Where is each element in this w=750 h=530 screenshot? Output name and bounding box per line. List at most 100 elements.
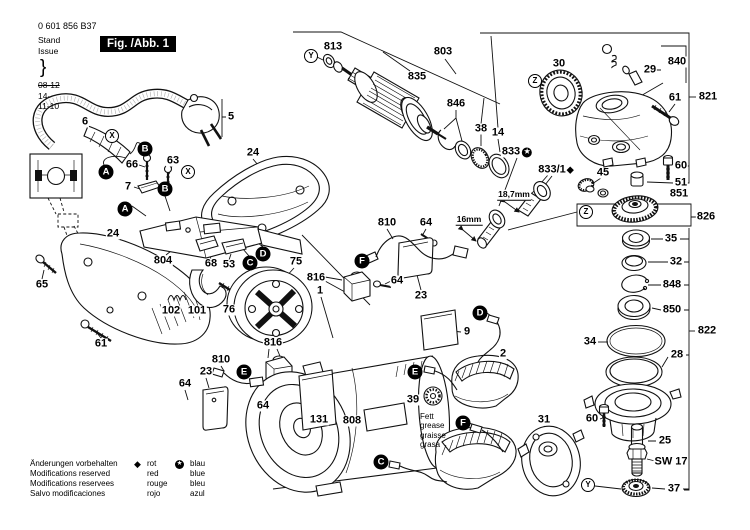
- blue-variant-icon: ★: [522, 147, 533, 157]
- part-callout-sw-17: SW 17: [653, 455, 689, 468]
- part-callout-840: 840: [666, 55, 688, 68]
- part-callout-6: 6: [80, 115, 90, 128]
- part-callout-850: 850: [661, 303, 683, 316]
- red-variant-icon: ◆: [566, 164, 574, 175]
- part-callout-101: 101: [186, 304, 208, 317]
- part-callout-816: 816: [262, 336, 284, 349]
- part-callout-816: 816: [305, 271, 327, 284]
- part-callout-24: 24: [105, 227, 121, 240]
- reference-marker-z: Z: [579, 205, 593, 219]
- connector-marker-d: D: [472, 305, 488, 321]
- part-callout-25: 25: [657, 434, 673, 447]
- reference-marker-z: Z: [528, 74, 542, 88]
- part-callout-34: 34: [582, 335, 598, 348]
- part-callout-63: 63: [165, 154, 181, 167]
- part-callout-14: 14: [490, 126, 506, 139]
- part-callout-64: 64: [177, 377, 193, 390]
- detent-parts: [601, 43, 643, 86]
- legend-row: Modifications reservees rouge bleu: [30, 479, 220, 489]
- ring-gear: [539, 69, 583, 117]
- dimension-label: 18,7mm: [497, 188, 531, 201]
- part-callout-76: 76: [221, 303, 237, 316]
- connector-wires: [211, 235, 504, 483]
- connector-marker-a: A: [117, 201, 133, 217]
- part-callout-68: 68: [203, 257, 219, 270]
- part-callout-5: 5: [226, 110, 236, 123]
- legend-note: Salvo modificaciones: [30, 489, 106, 498]
- revision-brace: }: [40, 57, 47, 79]
- connector-marker-b: B: [137, 141, 153, 157]
- part-callout-808: 808: [341, 414, 363, 427]
- part-callout-833: 833★: [500, 146, 534, 158]
- blue-circled-star-icon: ★: [175, 459, 184, 469]
- lever-and-spring: [167, 269, 227, 309]
- part-callout-821: 821: [697, 90, 719, 103]
- connector-marker-d: D: [255, 246, 271, 262]
- connector-marker-c: C: [373, 454, 389, 470]
- connector-marker-e: E: [407, 364, 423, 380]
- reference-marker-x: X: [105, 129, 119, 143]
- part-callout-45: 45: [595, 166, 611, 179]
- part-callout-35: 35: [663, 232, 679, 245]
- connector-marker-c: C: [242, 255, 258, 271]
- switch-module: [139, 216, 303, 259]
- part-callout-826: 826: [695, 210, 717, 223]
- crown-gear: [611, 195, 659, 223]
- part-callout-61: 61: [667, 91, 683, 104]
- part-callout-804: 804: [152, 254, 174, 267]
- grease-note-line: Fett: [420, 412, 434, 421]
- part-callout-66: 66: [124, 158, 140, 171]
- old-date: 08-12: [38, 80, 60, 90]
- legend-red-word: red: [147, 469, 159, 478]
- part-callout-23: 23: [413, 289, 429, 302]
- part-callout-822: 822: [696, 324, 718, 337]
- part-callout-23: 23: [198, 365, 214, 378]
- dimension-label: 16mm: [455, 213, 483, 226]
- part-callout-75: 75: [288, 255, 304, 268]
- part-callout-1: 1: [315, 284, 325, 297]
- reference-marker-x: X: [181, 165, 195, 179]
- part-callout-64: 64: [255, 399, 271, 412]
- legend-red-word: rouge: [147, 479, 168, 488]
- brush-covers: [202, 237, 434, 431]
- part-callout-61: 61: [93, 337, 109, 350]
- stand-label: Stand: [38, 35, 61, 45]
- issue-label: Issue: [38, 45, 59, 56]
- wiring-schematic: [29, 153, 87, 247]
- part-callout-803: 803: [432, 45, 454, 58]
- connector-marker-f: F: [354, 253, 370, 269]
- legend-row: Änderungen vorbehalten◆rot★blau: [30, 459, 220, 469]
- grease-note-line: grease: [420, 421, 445, 431]
- part-callout-24: 24: [245, 146, 261, 159]
- part-callout-131: 131: [308, 413, 330, 426]
- issue-date: 14-11-10: [38, 90, 60, 112]
- part-callout-31: 31: [536, 413, 552, 426]
- legend-note: Modifications reservees: [30, 479, 115, 488]
- part-callout-833-1: 833/1◆: [537, 163, 575, 176]
- part-callout-39: 39: [405, 393, 421, 406]
- grease-note-line: graisse: [420, 430, 446, 440]
- part-callout-846: 846: [445, 97, 467, 110]
- part-callout-28: 28: [669, 348, 685, 361]
- connector-marker-f: F: [455, 415, 471, 431]
- part-callout-53: 53: [221, 258, 237, 271]
- cable-sleeve: [83, 125, 142, 166]
- revision-block: Stand Issue } 08-12 14-11-10: [38, 35, 60, 112]
- bearing-cover: [517, 425, 585, 497]
- bearing-variants: [476, 181, 551, 249]
- part-callout-7: 7: [123, 180, 133, 193]
- legend-blue-word: bleu: [190, 479, 206, 488]
- fan-ring: [423, 386, 443, 406]
- part-callout-29: 29: [642, 63, 658, 76]
- part-callout-38: 38: [473, 122, 489, 135]
- part-callout-30: 30: [551, 57, 567, 70]
- red-diamond-icon: ◆: [134, 458, 141, 469]
- part-callout-810: 810: [376, 216, 398, 229]
- housing-cover-top: [201, 155, 330, 245]
- part-callout-37: 37: [666, 482, 682, 495]
- legend-note: Modifications reserved: [30, 469, 111, 478]
